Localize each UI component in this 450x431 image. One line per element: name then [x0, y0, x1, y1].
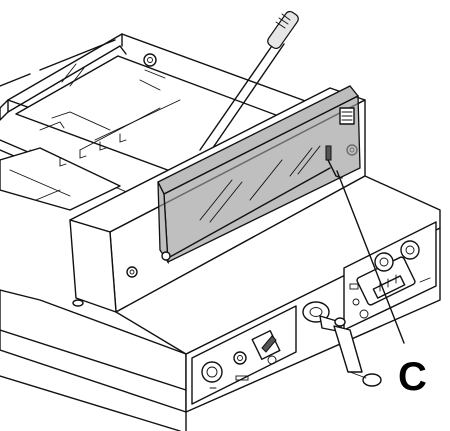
callout-c: C [336, 170, 427, 399]
right-control-panel [343, 221, 437, 331]
safety-guard [157, 85, 361, 265]
pushbutton-icon [233, 351, 247, 365]
pressure-lever [199, 10, 299, 153]
hand-crank-icon [302, 301, 382, 387]
left-control-panel [191, 305, 297, 405]
dial-icon [374, 240, 420, 272]
dial-icon [201, 361, 223, 383]
switch-icon [251, 330, 281, 360]
callout-c-label: C [398, 355, 427, 399]
